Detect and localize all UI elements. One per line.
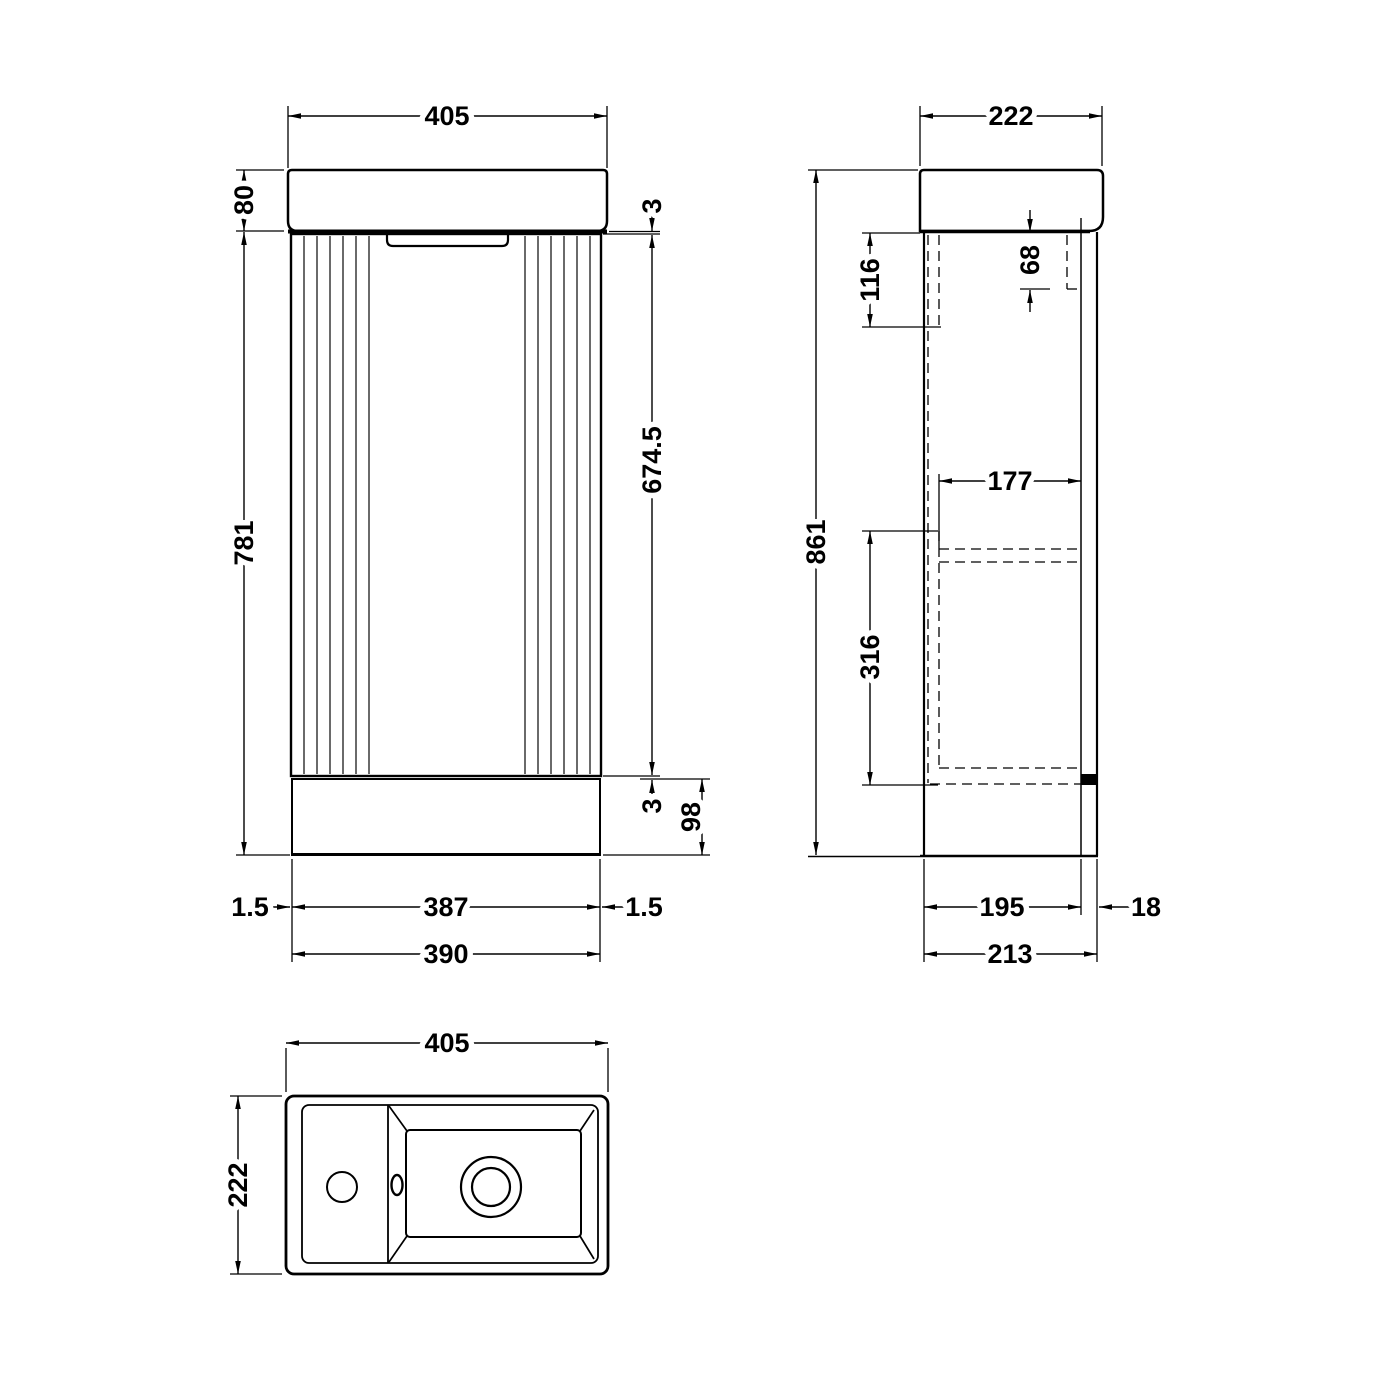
door-fluting-right: [524, 236, 591, 774]
plan-view: 405 222: [218, 1023, 610, 1276]
dim-front-basin-height: 80: [229, 185, 259, 215]
side-view: 222 861 116 68 177 316 195 18 213: [796, 96, 1167, 975]
front-view: 405 80 3 674.5 781 3 98 1.5 387: [224, 96, 712, 975]
dim-front-left-inset: 1.5: [231, 892, 269, 922]
basin-outer-rim: [284, 1094, 610, 1276]
dim-side-shelf-depth: 177: [987, 466, 1032, 496]
waste-inner-ring: [470, 1166, 512, 1208]
dim-front-top-gap: 3: [637, 198, 667, 213]
dim-side-top-rail-height: 116: [855, 258, 885, 302]
dim-front-carcass-height: 781: [229, 520, 259, 565]
basin-front-profile: [286, 168, 609, 233]
basin-inner-rim: [301, 1104, 599, 1264]
dim-front-bottom-gap: 3: [637, 798, 667, 813]
basin-side-profile: [918, 168, 1105, 233]
dim-front-door-width: 390: [423, 939, 468, 969]
handle-recess: [385, 235, 510, 248]
dim-side-hanger-bracket-height: 68: [1015, 245, 1045, 275]
dim-side-overall-height: 861: [801, 519, 831, 564]
dim-side-overall-depth: 222: [988, 101, 1033, 131]
dim-side-service-gap: 18: [1131, 892, 1161, 922]
dim-front-right-inset: 1.5: [625, 892, 663, 922]
dim-plan-basin-width: 405: [424, 1028, 469, 1058]
door-fluting-left: [303, 236, 370, 774]
dim-side-total-depth: 213: [987, 939, 1032, 969]
dim-front-overall-width: 405: [424, 101, 469, 131]
bowl-bottom-outline: [405, 1129, 582, 1238]
dim-front-door-height: 674.5: [637, 426, 667, 494]
back-cleat: [1081, 774, 1097, 785]
dim-front-plinth-height: 98: [676, 802, 706, 832]
dim-plan-basin-depth: 222: [223, 1162, 253, 1207]
waste-outer-ring: [459, 1155, 523, 1219]
door-panel: [289, 232, 603, 778]
dim-front-plinth-width: 387: [423, 892, 468, 922]
tap-hole: [326, 1171, 358, 1203]
dim-side-opening-height: 316: [855, 634, 885, 679]
overflow-slot: [390, 1173, 404, 1197]
plinth: [291, 778, 601, 856]
dim-side-carcass-depth: 195: [979, 892, 1024, 922]
bowl-bevel-edges: [388, 1105, 595, 1263]
